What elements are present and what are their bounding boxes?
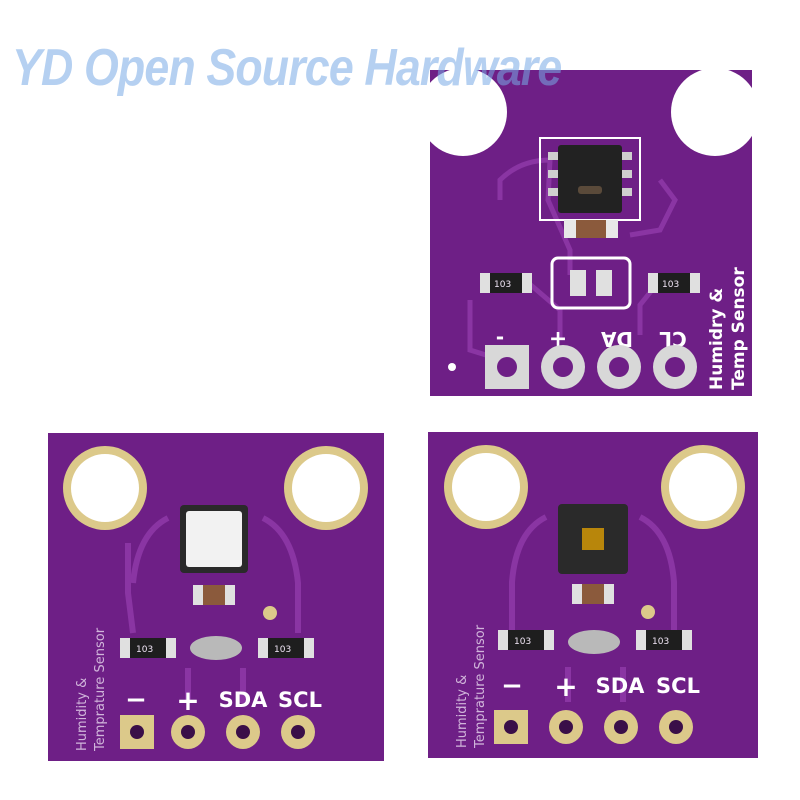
sensor-board-3: 103 103 − + SDA SCL Humidity & Tempratur… [428, 432, 758, 758]
resistor-label-left: 103 [494, 280, 511, 290]
board-1-drawing: 103 103 - + DA CL Humidry & Temp Sensor [430, 70, 752, 396]
solder-jumper-2 [190, 636, 242, 660]
pin-label-2: + [549, 326, 567, 351]
mount-hole-right [671, 70, 752, 156]
board-1-title-line2: Temp Sensor [729, 267, 749, 390]
resistor-right-2 [258, 638, 314, 658]
pin-label-3: SDA [596, 674, 646, 698]
resistor-left-3 [498, 630, 554, 650]
sensor-board-2: 103 103 − + SDA SCL Humidity & Tempratur… [48, 433, 384, 761]
resistor-label-left: 103 [136, 645, 153, 655]
pin-label-2: + [554, 670, 577, 703]
sensor-chip-2 [186, 511, 242, 567]
board-3-drawing: 103 103 − + SDA SCL Humidity & Tempratur… [428, 432, 758, 758]
mount-hole-left [430, 70, 507, 156]
watermark-text: YD Open Source Hardware [12, 39, 562, 97]
sensor-board-1: 103 103 - + DA CL Humidry & Temp Sensor [430, 70, 752, 396]
resistor-label-right: 103 [652, 637, 669, 647]
pin-label-1: − [501, 671, 523, 701]
resistor-right-3 [636, 630, 692, 650]
pin-label-1: - [496, 327, 504, 351]
resistor-label-left: 103 [514, 637, 531, 647]
board-2-title-line2: Temprature Sensor [93, 627, 108, 752]
board-2-drawing: 103 103 − + SDA SCL Humidity & Tempratur… [48, 433, 384, 761]
pin-label-3: SDA [219, 688, 269, 712]
resistor-label-right: 103 [662, 280, 679, 290]
resistor-left-2 [120, 638, 176, 658]
pin-label-4: SCL [278, 688, 322, 712]
sensor-chip-1 [558, 145, 622, 213]
board-3-title-line2: Temprature Sensor [473, 624, 488, 749]
pin-label-2: + [176, 684, 199, 717]
resistor-label-right: 103 [274, 645, 291, 655]
solder-jumper-3 [568, 630, 620, 654]
resistor-left-1 [480, 273, 532, 293]
board-1-title-line1: Humidry & [707, 288, 727, 390]
resistor-right-1 [648, 273, 700, 293]
pin-label-4: SCL [656, 674, 700, 698]
pin-label-1: − [125, 685, 147, 715]
board-3-title-line1: Humidity & [455, 675, 470, 748]
board-2-title-line1: Humidity & [75, 678, 90, 751]
